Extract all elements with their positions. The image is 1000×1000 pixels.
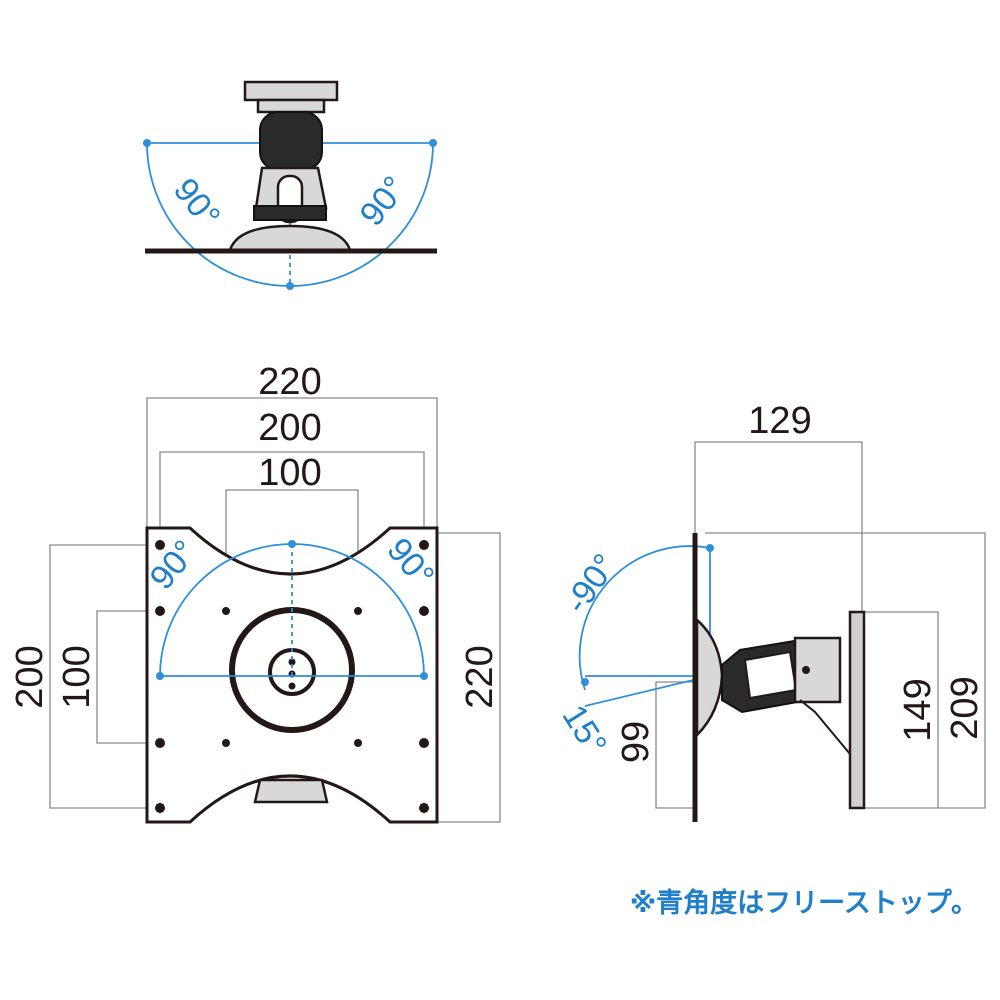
front-hole: [222, 739, 230, 747]
dim-220-width-line: [146, 397, 438, 528]
top-pivot-knob: [259, 111, 323, 171]
side-view: 129 99 149 209 -90° 15°: [555, 400, 986, 822]
dim-129-depth-line: [694, 441, 863, 612]
label-height-209: 209: [944, 676, 986, 739]
footnote: ※青角度はフリーストップ。: [630, 887, 978, 919]
side-dome: [695, 617, 724, 739]
top-view: 90° 90°: [143, 80, 437, 290]
front-bottom-bracket: [253, 778, 329, 804]
side-bracket-screw: [802, 666, 810, 674]
side-angle-down: 15°: [555, 698, 614, 762]
side-bracket: [793, 636, 842, 704]
label-width-220: 220: [258, 361, 321, 403]
top-dome: [228, 224, 352, 252]
front-arc-end-right: [420, 672, 428, 680]
side-tilt-arc: [578, 545, 711, 691]
front-hub-hole-1: [288, 658, 296, 666]
label-height-99: 99: [615, 721, 657, 763]
side-angle-up: -90°: [557, 547, 624, 620]
front-arc-top-dot: [288, 540, 296, 548]
front-hole: [419, 606, 429, 616]
label-height-149: 149: [897, 678, 939, 741]
side-arc-left-dot: [581, 678, 589, 686]
front-hole: [155, 803, 165, 813]
top-arm-collar: [253, 205, 327, 221]
top-angle-right: 90°: [353, 169, 415, 233]
top-arc-end-right: [429, 139, 437, 147]
dim-99-height-line: [655, 681, 695, 809]
label-width-200: 200: [258, 407, 321, 449]
dim-100-height-line: [96, 610, 160, 744]
label-depth-129: 129: [748, 400, 811, 442]
front-view: 220 200 100 200 100 220 90° 90°: [9, 361, 501, 824]
front-hole: [354, 607, 362, 615]
side-tilt-15-line: [584, 675, 711, 707]
front-hole: [419, 738, 429, 748]
side-arm-slot: [743, 650, 798, 700]
side-wall-plate: [848, 610, 866, 810]
front-hole: [354, 739, 362, 747]
top-angle-left: 90°: [166, 171, 228, 235]
label-height-220: 220: [459, 645, 501, 708]
top-arc-end-left: [143, 139, 151, 147]
front-hub-hole-3: [288, 682, 296, 690]
front-hole: [155, 606, 165, 616]
side-brace: [799, 699, 856, 761]
dim-149-height-line: [862, 611, 939, 808]
side-arc-top-dot: [706, 544, 714, 552]
dim-209-height-line: [705, 532, 986, 809]
front-hole: [155, 540, 165, 550]
dim-100-width-line: [225, 489, 359, 610]
top-arc-bottom-dot: [286, 282, 294, 290]
label-height-200: 200: [9, 645, 51, 708]
dim-200-height-line: [49, 544, 147, 809]
front-arc-end-left: [156, 672, 164, 680]
label-width-100: 100: [258, 452, 321, 494]
front-hole: [222, 607, 230, 615]
dim-200-width-line: [159, 451, 425, 528]
top-bracket-neck: [256, 98, 326, 114]
front-hole: [419, 540, 429, 550]
top-wall-bracket: [243, 80, 339, 102]
front-hole: [155, 738, 165, 748]
dim-220-height-line: [437, 532, 501, 823]
front-hole: [419, 803, 429, 813]
label-height-100: 100: [56, 645, 98, 708]
